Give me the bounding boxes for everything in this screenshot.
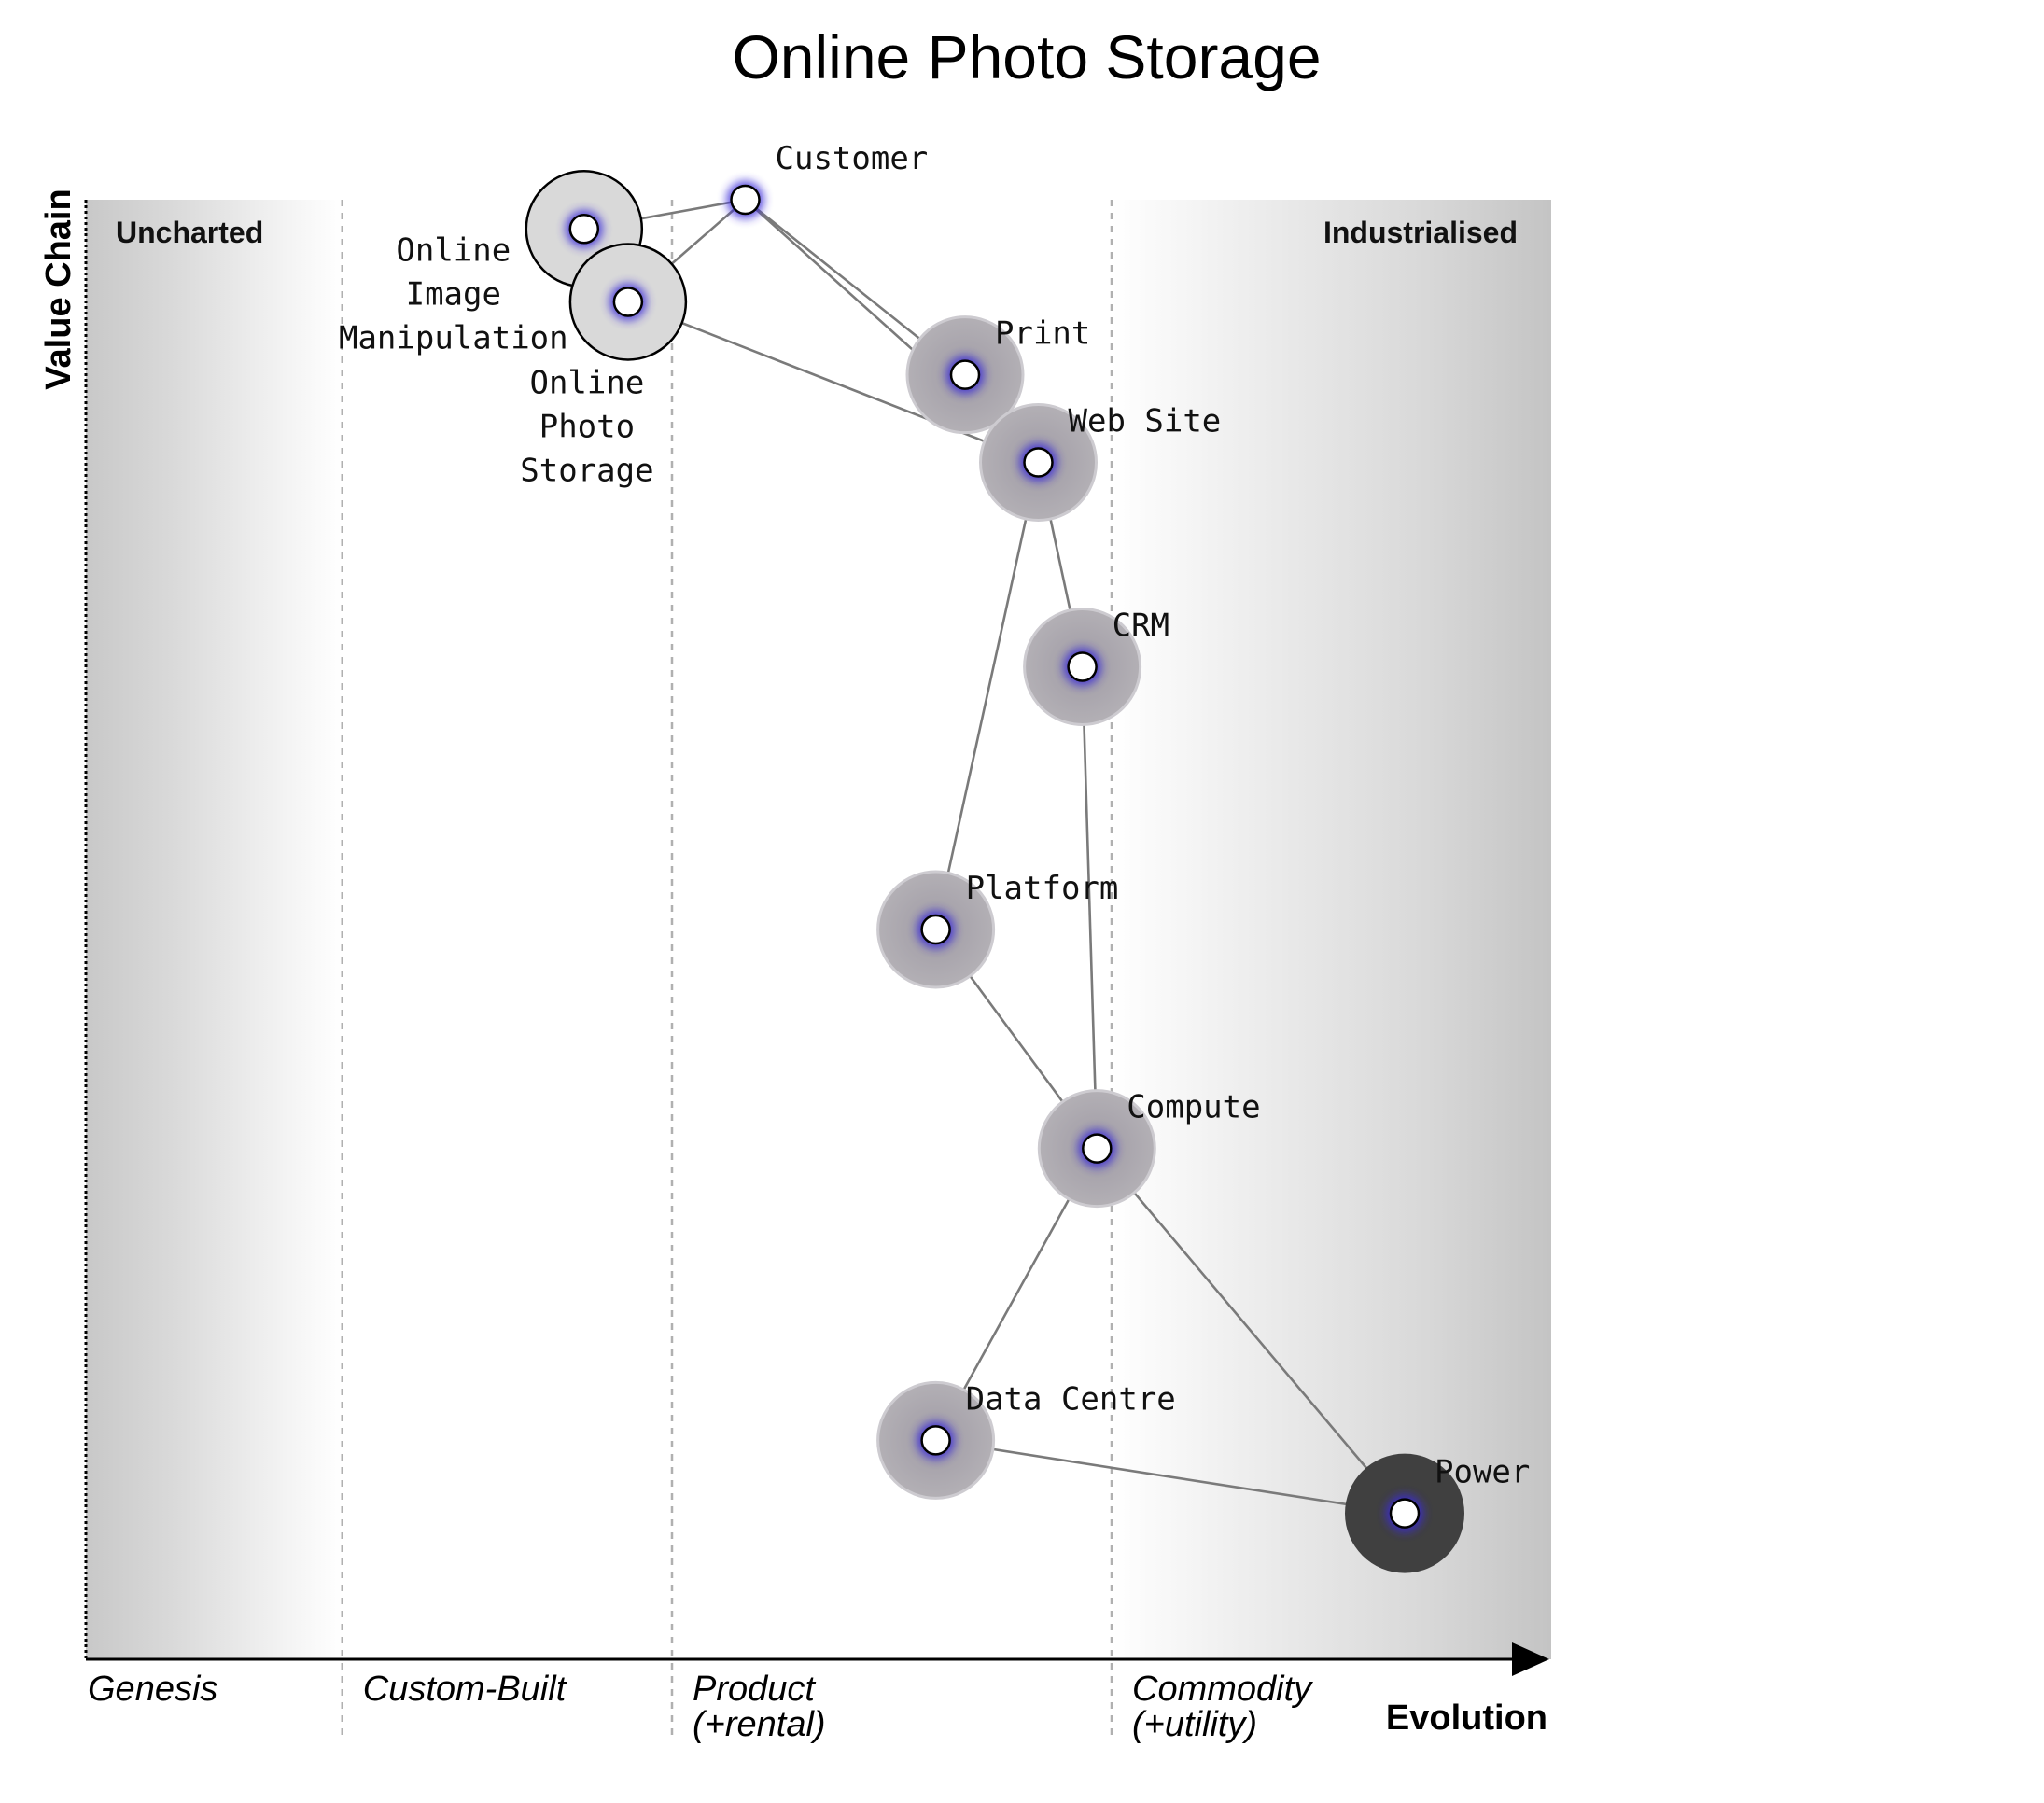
component-data-centre[interactable]: Data Centre xyxy=(876,1380,1176,1500)
component-web-site[interactable]: Web Site xyxy=(979,403,1222,523)
component-node[interactable] xyxy=(1082,1133,1113,1164)
component-label: Web Site xyxy=(1069,403,1222,440)
component-node[interactable] xyxy=(949,359,981,390)
component-node[interactable] xyxy=(920,1425,951,1456)
region-label-industrialised: Industrialised xyxy=(1323,216,1518,249)
dependency-link xyxy=(935,1439,1406,1515)
genesis-shading xyxy=(86,200,343,1659)
component-print[interactable]: Print xyxy=(905,315,1090,435)
stage-label: Commodity xyxy=(1132,1670,1313,1709)
stage-dividers xyxy=(341,200,1113,1741)
component-node[interactable] xyxy=(612,287,644,317)
component-power[interactable]: Power xyxy=(1345,1453,1530,1573)
component-node[interactable] xyxy=(920,914,951,945)
component-label: Platform xyxy=(966,870,1119,907)
component-node[interactable] xyxy=(568,214,600,245)
component-label: Print xyxy=(995,315,1090,353)
stage-label: (+rental) xyxy=(693,1705,826,1744)
stage-label: Custom-Built xyxy=(363,1670,567,1709)
component-crm[interactable]: CRM xyxy=(1023,607,1169,726)
map-title: Online Photo Storage xyxy=(732,22,1321,91)
component-label: Compute xyxy=(1127,1089,1260,1126)
stage-label: Genesis xyxy=(88,1670,217,1709)
component-label: Customer xyxy=(776,140,929,177)
commodity-shading xyxy=(1112,200,1551,1659)
region-label-uncharted: Uncharted xyxy=(116,216,263,249)
stage-label: (+utility) xyxy=(1132,1705,1257,1744)
x-axis-title: Evolution xyxy=(1386,1698,1547,1738)
stage-label: Product xyxy=(693,1670,816,1709)
component-label: Data Centre xyxy=(966,1380,1176,1418)
component-label: Power xyxy=(1435,1454,1530,1491)
component-node[interactable] xyxy=(1067,651,1098,682)
component-node[interactable] xyxy=(1023,447,1054,478)
component-compute[interactable]: Compute xyxy=(1037,1089,1261,1209)
evolution-arrowhead xyxy=(1512,1642,1549,1676)
dependency-link xyxy=(627,300,1039,464)
y-axis-title: Value Chain xyxy=(39,189,78,389)
stage-labels: Genesis Custom-Built Product(+rental) Commo… xyxy=(88,1670,1313,1744)
component-label: CRM xyxy=(1113,607,1169,644)
component-customer[interactable]: Customer xyxy=(726,140,929,218)
dependency-link xyxy=(1096,1147,1406,1515)
dependency-link xyxy=(1081,666,1099,1149)
component-node[interactable] xyxy=(730,184,761,216)
dependency-link xyxy=(934,462,1040,930)
component-node[interactable] xyxy=(1389,1498,1421,1529)
component-platform[interactable]: Platform xyxy=(876,870,1119,989)
